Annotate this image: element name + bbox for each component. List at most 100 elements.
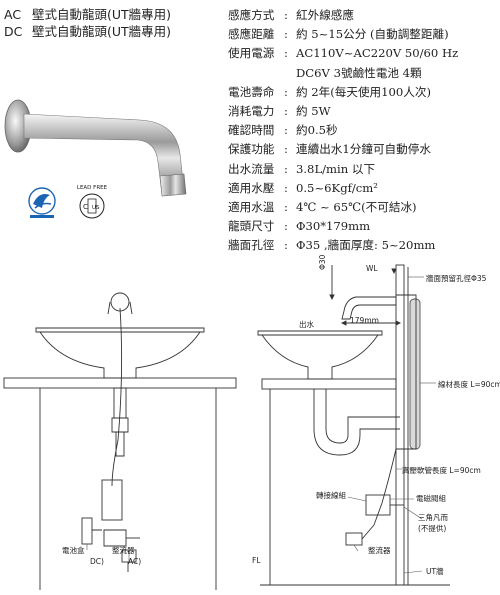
spec-value: 0.5~6Kgf/cm²	[296, 180, 378, 195]
spec-colon: :	[284, 238, 288, 253]
spec-colon: :	[284, 8, 288, 22]
solenoid-text: 電磁閥組	[416, 494, 446, 503]
side-basin-rim	[257, 330, 383, 336]
label-angle-valve: 三角凡而	[418, 512, 448, 523]
label-angle-valve-note: (不提供)	[418, 523, 446, 534]
connector-wires	[92, 529, 129, 572]
battery-box	[81, 517, 93, 545]
spec-colon: :	[284, 219, 288, 234]
spec-key: 牆面孔徑	[228, 238, 275, 253]
label-battery-box-code: DC)	[90, 557, 104, 566]
label-hose-length: 高壓軟管長度 L=90cm	[402, 465, 481, 476]
wire-cover	[409, 298, 421, 450]
spec-row: 感應距離:約 5~15公分 (自動調整距離)	[228, 25, 458, 44]
spec-key: 確認時間	[228, 123, 275, 138]
battery-box-text: 電池盒	[62, 546, 85, 555]
faucet-front-view	[107, 301, 133, 315]
spec-row: 消耗電力: 約 5W	[228, 102, 458, 121]
wire-length-text: 線材長度 L=90cm	[438, 380, 500, 389]
wl-text: WL	[366, 264, 378, 273]
sensor-cable	[396, 294, 417, 450]
label-wall-hole: 牆面預留孔徑Φ35	[426, 273, 486, 284]
outlet-text: 出水	[299, 320, 314, 329]
dim-179-text: 179mm	[350, 316, 379, 325]
dim-179-arrows	[340, 320, 402, 326]
title-ac-prefix: AC	[4, 7, 22, 22]
hose-length-text: 高壓軟管長度 L=90cm	[402, 466, 481, 475]
phi30-text: Φ30	[318, 254, 327, 270]
label-outlet: 出水	[299, 319, 314, 330]
spec-value: 約 2年(每天使用100人次)	[296, 84, 431, 99]
spec-row: 使用電源:AC110V~AC220V 50/60 Hz	[228, 44, 458, 63]
label-adapter: 轉接線組	[316, 490, 346, 501]
label-179mm: 179mm	[350, 316, 379, 325]
control-box	[101, 479, 123, 521]
installation-diagram-front	[3, 292, 237, 590]
side-rectifier-box	[345, 532, 363, 546]
drain-tail	[115, 432, 125, 457]
spec-key: 適用水壓	[228, 180, 275, 195]
spec-colon: :	[284, 84, 288, 99]
title-ac-text: 壁式自動龍頭(UT牆專用)	[32, 7, 172, 22]
dim-phi30-arrow	[329, 294, 335, 301]
rectifier-code-text: AC	[128, 557, 139, 566]
rectifier-text: 整流器	[112, 546, 135, 555]
spec-value: 紅外線感應	[296, 8, 354, 22]
spec-value: 約 5~15公分 (自動調整距離)	[296, 27, 449, 42]
spec-value: Φ35 ,牆面厚度: 5~20mm	[296, 238, 436, 253]
spec-key: 使用電源	[228, 46, 275, 61]
spec-key: 出水流量	[228, 161, 275, 176]
spec-value: 約 5W	[296, 104, 331, 119]
spec-colon: :	[284, 27, 288, 42]
ut-wall-text: UT牆	[426, 567, 444, 576]
title-dc-text: 壁式自動龍頭(UT牆專用)	[32, 24, 172, 39]
spec-row-continuation: DC6V 3號鹼性電池 4顆	[228, 64, 458, 83]
spec-colon: :	[284, 104, 288, 119]
leader-ut-wall	[403, 570, 423, 574]
spec-key: 電池壽命	[228, 84, 275, 99]
cert-c-text: C	[83, 203, 88, 211]
basin-bowl	[39, 331, 201, 379]
spec-colon: :	[284, 123, 288, 138]
label-rectifier-side: 整流器	[368, 545, 391, 556]
spec-key: 保護功能	[228, 142, 275, 157]
spec-row: 保護功能: 連續出水1分鐘可自動停水	[228, 140, 458, 159]
spec-value: 連續出水1分鐘可自動停水	[296, 142, 431, 157]
angle-valve-text: 三角凡而	[418, 513, 448, 522]
spec-row: 適用水溫:4℃ ~ 65℃(不可結冰)	[228, 198, 458, 217]
counter-top	[3, 377, 237, 389]
spec-colon: :	[284, 180, 288, 195]
fl-text: FL	[252, 556, 261, 565]
spec-row: 適用水壓:0.5~6Kgf/cm²	[228, 179, 458, 198]
spec-row: 電池壽命: 約 2年(每天使用100人次)	[228, 83, 458, 102]
adapter-text: 轉接線組	[316, 491, 346, 500]
rectifier-wire	[361, 524, 375, 540]
spec-colon: :	[284, 161, 288, 176]
faucet-side-view	[341, 296, 397, 320]
ut-wall	[395, 264, 405, 586]
label-phi30: Φ30	[318, 255, 327, 270]
spec-row: 龍頭尺寸:Φ30*179mm	[228, 217, 458, 236]
label-wl: WL	[366, 264, 378, 273]
lead-free-text: LEAD FREE	[77, 185, 108, 191]
spec-key: 消耗電力	[228, 104, 275, 119]
spec-row: 牆面孔徑: Φ35 ,牆面厚度: 5~20mm	[228, 236, 458, 255]
angle-valve-note-text: (不提供)	[418, 524, 447, 533]
spec-key: 適用水溫	[228, 200, 275, 215]
solenoid-valve-group	[365, 494, 391, 516]
leader-rectifier-side	[353, 544, 359, 552]
spec-key: 龍頭尺寸	[228, 219, 275, 234]
spec-row: 感應方式: 紅外線感應	[228, 6, 458, 25]
side-basin-bowl	[261, 334, 379, 380]
spec-key: 感應方式	[228, 8, 275, 22]
spec-colon: :	[284, 142, 288, 157]
spec-colon: :	[284, 200, 288, 215]
label-fl: FL	[252, 556, 261, 565]
spec-value: AC110V~AC220V 50/60 Hz	[296, 46, 459, 61]
wall-hole-text: 牆面預留孔徑Φ35	[426, 274, 487, 283]
label-solenoid: 電磁閥組	[416, 493, 446, 504]
hose-run	[373, 448, 397, 526]
spec-value: 4℃ ~ 65℃(不可結冰)	[296, 200, 417, 215]
wl-marker	[391, 268, 397, 275]
